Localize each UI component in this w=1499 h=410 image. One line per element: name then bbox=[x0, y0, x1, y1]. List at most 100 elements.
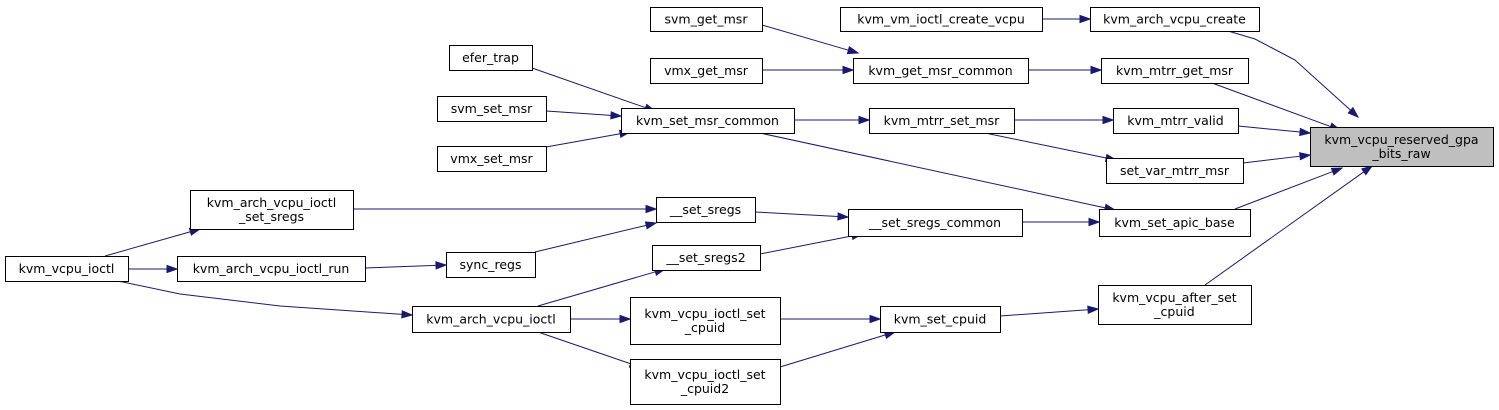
node-kvm_vcpu_after_set_cpuid[interactable]: kvm_vcpu_after_set_cpuid bbox=[1098, 285, 1252, 325]
node-set_var_mtrr_msr[interactable]: set_var_mtrr_msr bbox=[1106, 158, 1244, 184]
arrowhead-icon bbox=[401, 310, 414, 319]
arrowhead-icon bbox=[1299, 152, 1312, 161]
node-kvm_arch_vcpu_ioctl_set_sregs[interactable]: kvm_arch_vcpu_ioctl_set_sregs bbox=[190, 190, 354, 230]
node-kvm_mtrr_set_msr[interactable]: kvm_mtrr_set_msr bbox=[869, 108, 1015, 134]
node-svm_get_msr[interactable]: svm_get_msr bbox=[650, 7, 763, 32]
node-box bbox=[630, 359, 781, 405]
edge-__set_sregs2-to-__set_sregs_common bbox=[759, 231, 864, 255]
arrowhead-icon bbox=[842, 65, 855, 75]
node-efer_trap[interactable]: efer_trap bbox=[449, 45, 533, 71]
edge-kvm_vcpu_after_set_cpuid-to-kvm_vcpu_reserved_gpa_bits_raw bbox=[1204, 165, 1374, 286]
node-box bbox=[437, 96, 547, 122]
edge-kvm_set_cpuid-to-kvm_vcpu_after_set_cpuid bbox=[999, 305, 1100, 317]
edge-__set_sregs_common-to-kvm_set_apic_base bbox=[1022, 217, 1101, 227]
edge-vmx_set_msr-to-kvm_set_msr_common bbox=[545, 129, 632, 148]
edge-line bbox=[545, 133, 621, 148]
node-label: kvm_vcpu_ioctl bbox=[19, 261, 115, 276]
node-label: _set_sregs bbox=[238, 209, 304, 224]
node-label: kvm_mtrr_valid bbox=[1127, 113, 1223, 128]
nodes-layer: svm_get_msr kvm_vm_ioctl_create_vcpu kvm_a… bbox=[5, 7, 1494, 405]
node-kvm_set_msr_common[interactable]: kvm_set_msr_common bbox=[621, 108, 795, 134]
arrowhead-icon bbox=[846, 46, 860, 55]
arrowhead-icon bbox=[645, 204, 658, 214]
edge-line bbox=[779, 334, 886, 368]
node-box bbox=[656, 197, 756, 223]
arrowhead-icon bbox=[1299, 127, 1312, 137]
node-box bbox=[177, 256, 366, 282]
node-box bbox=[840, 7, 1043, 32]
arrowhead-icon bbox=[619, 314, 632, 324]
node-label: kvm_get_msr_common bbox=[868, 63, 1012, 78]
edge-kvm_mtrr_set_msr-to-set_var_mtrr_msr bbox=[984, 132, 1118, 162]
node-kvm_arch_vcpu_create[interactable]: kvm_arch_vcpu_create bbox=[1090, 7, 1260, 32]
edge-kvm_arch_vcpu_ioctl-to-kvm_vcpu_ioctl_set_cpuid bbox=[570, 314, 632, 324]
arrowhead-icon bbox=[1079, 14, 1092, 24]
edge-line bbox=[545, 110, 612, 116]
node-kvm_mtrr_get_msr[interactable]: kvm_mtrr_get_msr bbox=[1101, 58, 1249, 84]
node-box bbox=[412, 306, 571, 333]
node-vmx_set_msr[interactable]: vmx_set_msr bbox=[437, 146, 547, 172]
edge-line bbox=[999, 309, 1089, 317]
node-kvm_mtrr_valid[interactable]: kvm_mtrr_valid bbox=[1113, 108, 1239, 134]
node-__set_sregs_common[interactable]: __set_sregs_common bbox=[848, 209, 1023, 237]
node-label: kvm_mtrr_get_msr bbox=[1116, 63, 1234, 78]
node-__set_sregs2[interactable]: __set_sregs2 bbox=[652, 245, 761, 271]
edges-layer bbox=[104, 14, 1374, 368]
node-kvm_set_apic_base[interactable]: kvm_set_apic_base bbox=[1099, 209, 1251, 237]
node-kvm_vcpu_reserved_gpa_bits_raw[interactable]: kvm_vcpu_reserved_gpa_bits_raw bbox=[1310, 127, 1494, 167]
edge-kvm_vcpu_ioctl-to-kvm_arch_vcpu_ioctl_set_sregs bbox=[104, 227, 202, 257]
node-kvm_arch_vcpu_ioctl[interactable]: kvm_arch_vcpu_ioctl bbox=[412, 306, 571, 333]
node-box bbox=[869, 108, 1015, 134]
node-kvm_vcpu_ioctl[interactable]: kvm_vcpu_ioctl bbox=[5, 256, 129, 282]
node-kvm_vcpu_ioctl_set_cpuid2[interactable]: kvm_vcpu_ioctl_set_cpuid2 bbox=[630, 359, 781, 405]
arrowhead-icon bbox=[837, 212, 850, 221]
edge-kvm_set_msr_common-to-kvm_set_apic_base bbox=[759, 132, 1117, 212]
edge-kvm_vcpu_ioctl-to-kvm_arch_vcpu_ioctl_run bbox=[128, 264, 179, 274]
node-box bbox=[437, 146, 547, 172]
arrowhead-icon bbox=[1347, 106, 1360, 119]
edge-kvm_set_apic_base-to-kvm_vcpu_reserved_gpa_bits_raw bbox=[1234, 167, 1344, 210]
node-kvm_arch_vcpu_ioctl_run[interactable]: kvm_arch_vcpu_ioctl_run bbox=[177, 256, 366, 282]
node-label: svm_set_msr bbox=[451, 101, 533, 116]
arrowhead-icon bbox=[858, 115, 871, 125]
node-label: vmx_set_msr bbox=[450, 151, 533, 166]
edge-line bbox=[1234, 171, 1333, 210]
node-label: kvm_arch_vcpu_ioctl bbox=[207, 195, 336, 210]
edge-line bbox=[104, 231, 191, 257]
node-box bbox=[652, 245, 761, 271]
arrowhead-icon bbox=[1330, 167, 1344, 176]
node-label: set_var_mtrr_msr bbox=[1120, 163, 1230, 178]
edge-kvm_vcpu_ioctl_set_cpuid2-to-kvm_set_cpuid bbox=[779, 331, 897, 368]
edge-kvm_vcpu_ioctl_set_cpuid-to-kvm_set_cpuid bbox=[780, 314, 882, 324]
node-kvm_vcpu_ioctl_set_cpuid[interactable]: kvm_vcpu_ioctl_set_cpuid bbox=[630, 297, 781, 345]
node-box bbox=[1310, 127, 1494, 167]
node-label: _cpuid2 bbox=[680, 381, 729, 396]
node-__set_sregs[interactable]: __set_sregs bbox=[656, 197, 756, 223]
node-svm_set_msr[interactable]: svm_set_msr bbox=[437, 96, 547, 122]
node-vmx_get_msr[interactable]: vmx_get_msr bbox=[650, 58, 763, 84]
edge-svm_get_msr-to-kvm_get_msr_common bbox=[761, 24, 860, 55]
node-label: kvm_arch_vcpu_ioctl bbox=[426, 312, 555, 327]
edge-line bbox=[1204, 171, 1365, 286]
node-box bbox=[880, 306, 1001, 333]
edge-line bbox=[1227, 30, 1351, 111]
edge-line bbox=[1237, 125, 1301, 133]
node-box bbox=[650, 58, 763, 84]
node-kvm_get_msr_common[interactable]: kvm_get_msr_common bbox=[853, 58, 1029, 84]
edge-kvm_arch_vcpu_ioctl_set_sregs-to-__set_sregs bbox=[353, 204, 658, 214]
node-kvm_set_cpuid[interactable]: kvm_set_cpuid bbox=[880, 306, 1001, 333]
node-box bbox=[1101, 58, 1249, 84]
edge-line bbox=[754, 211, 839, 217]
edge-line bbox=[759, 235, 853, 255]
node-sync_regs[interactable]: sync_regs bbox=[446, 252, 536, 278]
node-kvm_vm_ioctl_create_vcpu[interactable]: kvm_vm_ioctl_create_vcpu bbox=[840, 7, 1043, 32]
node-box bbox=[449, 45, 533, 71]
arrowhead-icon bbox=[1087, 305, 1100, 314]
edge-kvm_vcpu_ioctl-to-kvm_arch_vcpu_ioctl bbox=[117, 280, 414, 319]
edge-kvm_vm_ioctl_create_vcpu-to-kvm_arch_vcpu_create bbox=[1042, 14, 1092, 24]
edge-vmx_get_msr-to-kvm_get_msr_common bbox=[762, 65, 855, 75]
edge-line bbox=[117, 280, 403, 315]
node-box bbox=[5, 256, 129, 282]
node-box bbox=[1099, 209, 1251, 237]
